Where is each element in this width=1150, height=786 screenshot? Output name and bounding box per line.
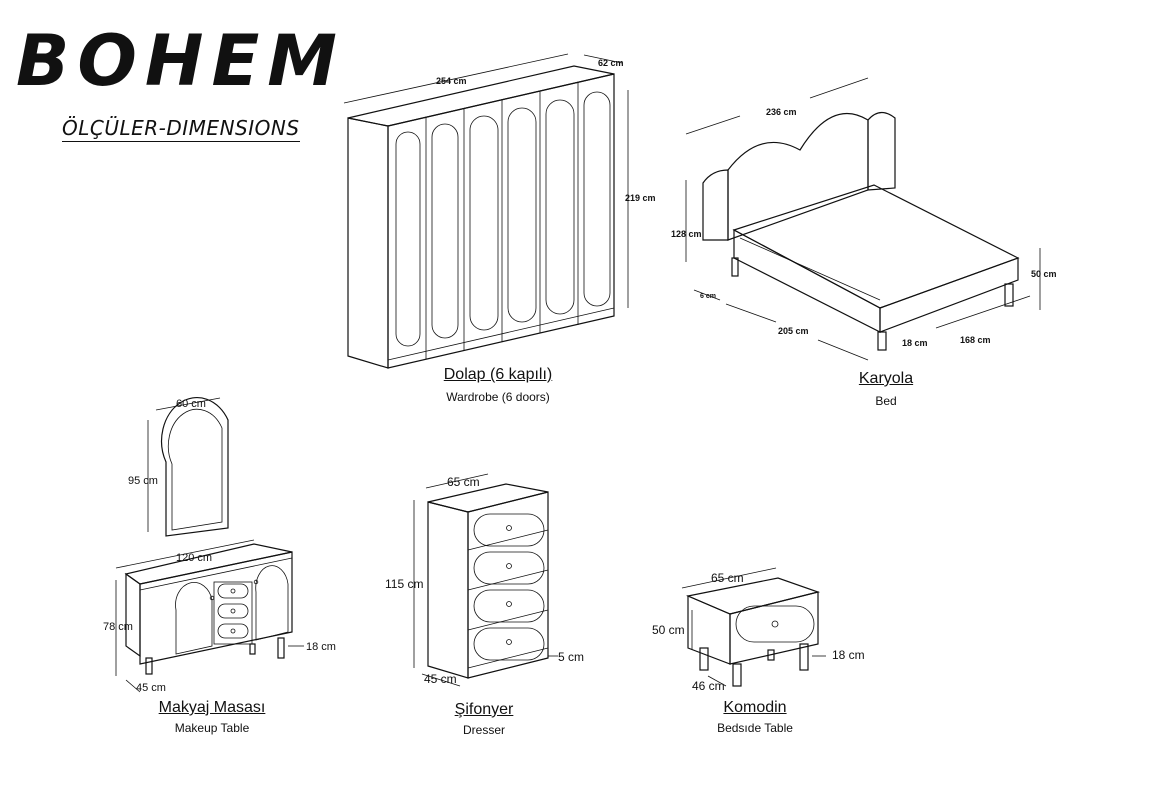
bed-subtitle: Bed bbox=[875, 394, 897, 408]
dresser-caption: Şifonyer Dresser bbox=[455, 701, 514, 737]
dresser-width-label: 65 cm bbox=[447, 475, 480, 489]
bedside-caption: Komodin Bedsıde Table bbox=[717, 699, 793, 735]
bed-frame-label: 6 cm bbox=[700, 293, 716, 300]
wardrobe-depth-label: 62 cm bbox=[598, 58, 624, 68]
mirror-width-label: 60 cm bbox=[176, 398, 206, 410]
bed-width-label: 236 cm bbox=[766, 107, 797, 117]
wardrobe-width-label: 254 cm bbox=[436, 76, 467, 86]
bedside-title: Komodin bbox=[723, 699, 787, 716]
bed-drawing bbox=[685, 77, 1041, 361]
table-height-label: 78 cm bbox=[103, 621, 133, 633]
bedside-depth-label: 46 cm bbox=[692, 679, 725, 693]
makeup-table-subtitle: Makeup Table bbox=[174, 721, 250, 735]
wardrobe-height-label: 219 cm bbox=[625, 193, 656, 203]
bedside-width-label: 65 cm bbox=[711, 571, 744, 585]
wardrobe-caption: Dolap (6 kapılı) Wardrobe (6 doors) bbox=[444, 366, 553, 404]
table-width-label: 120 cm bbox=[176, 552, 212, 564]
makeup-table-drawing bbox=[115, 397, 304, 693]
bed-headboard-label: 128 cm bbox=[671, 229, 702, 239]
page-subtitle: ÖLÇÜLER-DIMENSIONS bbox=[62, 116, 300, 142]
makeup-table-caption: Makyaj Masası Makeup Table bbox=[159, 699, 266, 735]
wardrobe-title: Dolap (6 kapılı) bbox=[443, 366, 553, 383]
dresser-plinth-label: 5 cm bbox=[558, 650, 584, 664]
table-leg-label: 18 cm bbox=[306, 641, 336, 653]
wardrobe-subtitle: Wardrobe (6 doors) bbox=[446, 390, 550, 404]
bedside-height-label: 50 cm bbox=[652, 623, 685, 637]
dresser-drawing bbox=[413, 473, 558, 687]
mirror-height-label: 95 cm bbox=[128, 475, 158, 487]
dresser-height-label: 115 cm bbox=[385, 577, 423, 591]
bed-caption: Karyola Bed bbox=[859, 370, 913, 408]
brand-logo: BOHEM bbox=[16, 20, 345, 102]
bedside-leg-label: 18 cm bbox=[832, 648, 865, 662]
table-depth-label: 45 cm bbox=[136, 682, 166, 694]
bedside-drawing bbox=[681, 567, 826, 687]
bedside-subtitle: Bedsıde Table bbox=[717, 721, 793, 735]
dresser-depth-label: 45 cm bbox=[424, 672, 457, 686]
bed-height-label: 50 cm bbox=[1031, 269, 1057, 279]
dresser-title: Şifonyer bbox=[454, 701, 514, 718]
bed-length-label: 205 cm bbox=[778, 326, 809, 336]
bed-inner-label: 168 cm bbox=[960, 335, 991, 345]
makeup-table-title: Makyaj Masası bbox=[158, 699, 266, 716]
dresser-subtitle: Dresser bbox=[462, 723, 506, 737]
wardrobe-drawing bbox=[343, 53, 629, 369]
bed-title: Karyola bbox=[858, 370, 914, 387]
bed-leg-label: 18 cm bbox=[902, 338, 928, 348]
